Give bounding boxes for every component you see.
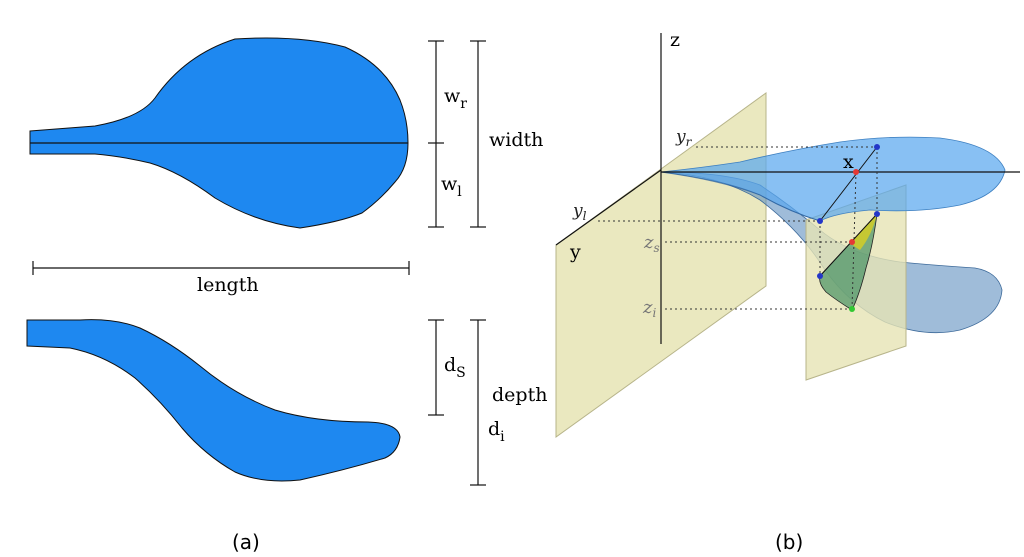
d-i-label: di — [488, 418, 505, 445]
side-view-shape — [26, 319, 401, 482]
panel-b: z y x — [555, 29, 1020, 554]
y-axis-label: y — [569, 241, 581, 263]
caption-a: (a) — [232, 530, 260, 554]
point-zi — [849, 306, 855, 312]
x-axis-label: x — [843, 151, 854, 173]
z-i-label: zi — [642, 297, 656, 320]
w-l-label: wl — [441, 173, 462, 200]
y-axis — [555, 169, 662, 246]
connector-upper — [819, 146, 878, 222]
y-r-label: yr — [675, 127, 693, 149]
length-label: length — [197, 274, 259, 296]
panel-a: wr wl width length dS depth di (a) — [26, 37, 547, 554]
depth-label: depth — [492, 384, 547, 406]
point-yr — [874, 144, 880, 150]
z-s-label: zs — [643, 232, 660, 255]
z-axis-label: z — [670, 29, 680, 51]
point-x — [853, 169, 859, 175]
cross-section-highlight — [850, 214, 877, 250]
width-label: width — [489, 129, 543, 151]
caption-b: (b) — [775, 530, 803, 554]
d-s-label: dS — [444, 354, 466, 381]
connector-lower — [819, 213, 878, 277]
point-section-top — [874, 211, 880, 217]
top-profile-fold — [660, 171, 821, 222]
point-yl — [817, 218, 823, 224]
y-l-label: yl — [572, 201, 587, 223]
w-r-label: wr — [444, 85, 467, 112]
top-view-shape — [29, 37, 409, 229]
guide-lines — [598, 146, 878, 310]
point-section-left — [817, 273, 823, 279]
point-zs — [849, 239, 855, 245]
